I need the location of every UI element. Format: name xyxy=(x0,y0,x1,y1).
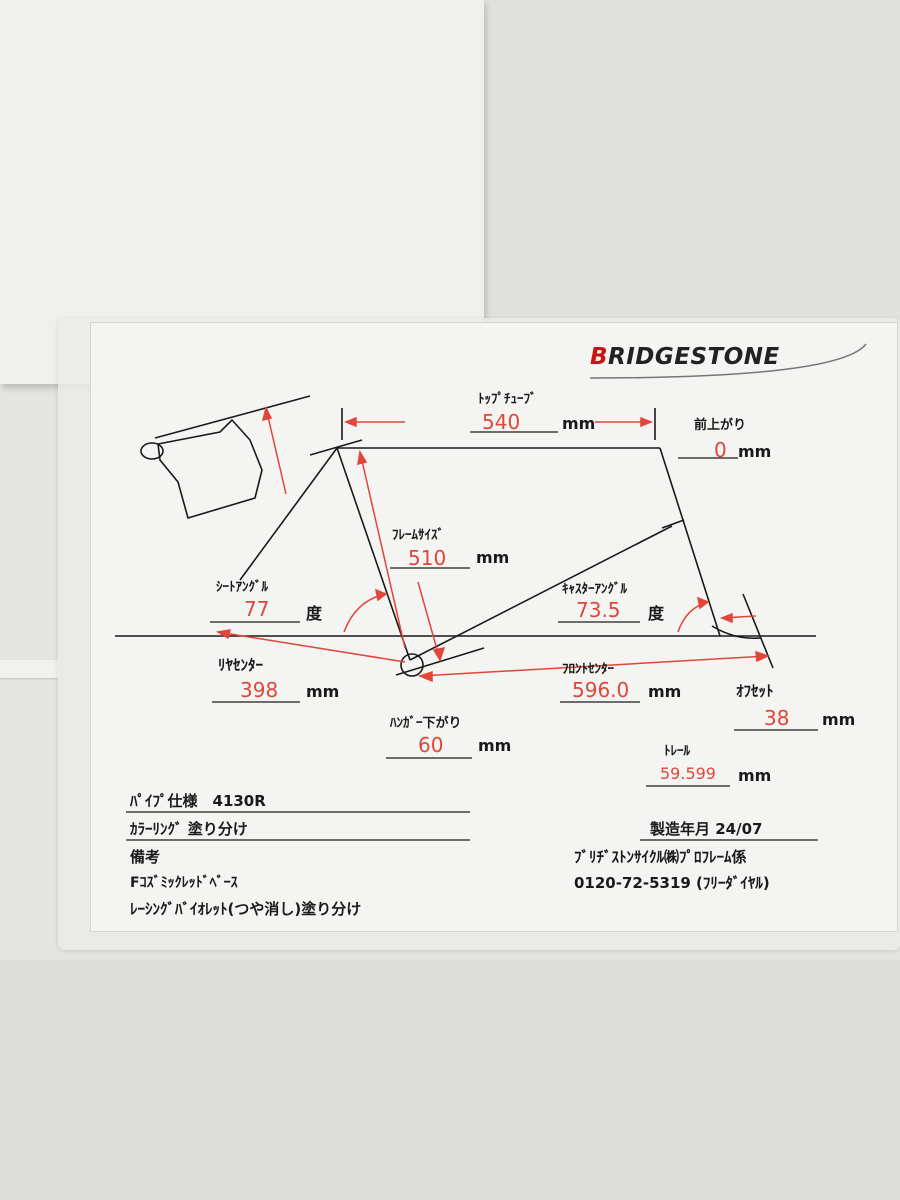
frame-size-label: ﾌﾚｰﾑｻｲｽﾞ xyxy=(392,528,444,543)
arrow-head xyxy=(343,416,357,428)
brand-logo: BRIDGESTONE xyxy=(590,344,780,370)
head-tube-line xyxy=(659,447,721,637)
saddle-nose xyxy=(140,442,164,460)
saddle-rail xyxy=(154,395,311,439)
bb-drop-arrow xyxy=(417,581,441,661)
color-ring: ｶﾗｰﾘﾝｸﾞ 塗り分け xyxy=(130,820,248,838)
front-rise-unit: mm xyxy=(738,442,772,461)
front-rise-label: 前上がり xyxy=(694,418,747,433)
arrow-head xyxy=(261,405,273,422)
rear-center-label: ﾘﾔｾﾝﾀｰ xyxy=(218,656,264,674)
top-tube-value: 540 xyxy=(482,410,521,434)
arrow-head xyxy=(357,449,368,466)
front-center-label: ﾌﾛﾝﾄｾﾝﾀｰ xyxy=(562,662,614,677)
top-tube-unit: mm xyxy=(562,414,596,433)
caster-angle-unit: 度 xyxy=(648,604,665,623)
arrow-head xyxy=(374,588,388,602)
remarks-label: 備考 xyxy=(130,848,161,866)
remarks-line2: ﾚｰｼﾝｸﾞﾊﾞｲｵﾚｯﾄ(つや消し)塗り分け xyxy=(130,900,362,918)
arrow-head xyxy=(432,647,446,662)
offset-value: 38 xyxy=(764,706,790,730)
background-bottom xyxy=(0,960,900,1200)
down-tube-line xyxy=(409,525,673,661)
trail-value: 59.599 xyxy=(660,764,716,783)
front-center-value: 596.0 xyxy=(572,678,630,702)
arrow-head xyxy=(755,650,771,663)
rear-center-arrow xyxy=(217,631,406,663)
bb-drop-label: ﾊﾝｶﾞｰ下がり xyxy=(390,716,462,731)
arrow-head xyxy=(719,612,733,624)
seat-stay-line xyxy=(239,447,338,581)
offset-label: ｵﾌｾｯﾄ xyxy=(736,682,774,700)
trail-label: ﾄﾚｰﾙ xyxy=(664,744,690,759)
bb-drop-unit: mm xyxy=(478,736,512,755)
manufacture-date: 製造年月 24/07 xyxy=(650,820,763,838)
caster-angle-value: 73.5 xyxy=(576,598,621,622)
seat-tube-line xyxy=(336,447,411,661)
bb-drop-value: 60 xyxy=(418,733,444,757)
front-rise-value: 0 xyxy=(714,438,727,462)
frame-size-value: 510 xyxy=(408,546,447,570)
bb-tick xyxy=(395,647,485,676)
company-name: ﾌﾞﾘﾁﾞｽﾄﾝｻｲｸﾙ㈱ﾌﾟﾛﾌﾚｰﾑ係 xyxy=(574,848,747,866)
offset-unit: mm xyxy=(822,710,856,729)
saddle-outline xyxy=(157,418,263,519)
remarks-line1: Fｺｽﾞﾐｯｸﾚｯﾄﾞﾍﾞｰｽ xyxy=(130,875,238,891)
head-tick xyxy=(661,519,685,529)
trail-unit: mm xyxy=(738,766,772,785)
arrow-head xyxy=(215,629,232,640)
caster-angle-arc xyxy=(677,601,709,633)
bottom-bracket xyxy=(400,653,424,677)
phone-number: 0120-72-5319 (ﾌﾘｰﾀﾞｲﾔﾙ) xyxy=(574,874,770,892)
arrow-head xyxy=(640,416,654,428)
rear-center-unit: mm xyxy=(306,682,340,701)
caster-angle-label: ｷｬｽﾀｰｱﾝｸﾞﾙ xyxy=(562,582,627,597)
brand-logo-initial: B xyxy=(590,344,609,370)
seat-angle-value: 77 xyxy=(244,597,270,621)
arrow-head xyxy=(696,596,710,610)
brand-logo-rest: RIDGESTONE xyxy=(608,344,780,370)
logo-swoosh xyxy=(589,343,867,379)
top-tube-label: ﾄｯﾌﾟﾁｭｰﾌﾞ xyxy=(478,392,537,407)
frame-size-arrow xyxy=(359,451,406,649)
arrow-head xyxy=(417,670,433,683)
top-tube-end-tick xyxy=(309,439,363,456)
fork-curve xyxy=(711,625,761,640)
seat-angle-arc xyxy=(343,593,387,633)
frame-size-unit: mm xyxy=(476,548,510,567)
front-center-arrow xyxy=(419,655,769,677)
paper-edge xyxy=(0,660,60,678)
seat-angle-label: ｼｰﾄｱﾝｸﾞﾙ xyxy=(216,580,268,595)
saddle-arrow xyxy=(265,407,287,495)
pipe-spec: ﾊﾟｲﾌﾟ仕様 4130R xyxy=(130,792,266,810)
rear-center-value: 398 xyxy=(240,678,279,702)
front-center-unit: mm xyxy=(648,682,682,701)
frame-spec-card xyxy=(90,322,898,932)
seat-angle-unit: 度 xyxy=(306,604,323,623)
